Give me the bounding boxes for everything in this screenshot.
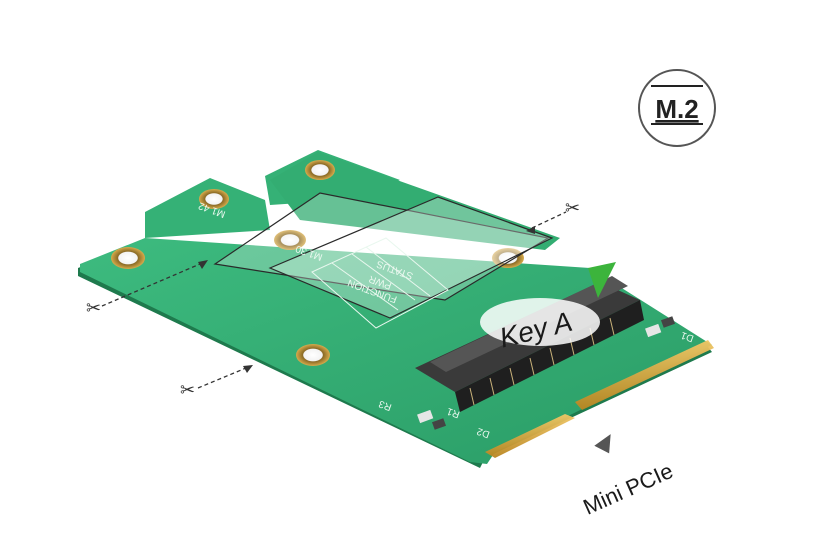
silk-d1: D1 (679, 329, 695, 344)
silk-d2: D2 (475, 425, 491, 440)
arrowhead (526, 226, 535, 234)
svg-text:✂: ✂ (180, 380, 195, 401)
arrowhead (198, 260, 208, 269)
pcb-board (78, 150, 714, 468)
scissors-icon: ✂ (86, 298, 101, 319)
silk-r3: R3 (377, 398, 393, 413)
svg-text:✂: ✂ (565, 198, 580, 219)
triangle-up-icon (594, 434, 611, 454)
svg-text:✂: ✂ (86, 298, 101, 319)
scissors-icon: ✂ (565, 198, 580, 219)
m2-module-outline (213, 192, 554, 319)
cut-lines (101, 211, 567, 389)
status-table (311, 237, 449, 329)
m2-badge-text: M.2 (655, 94, 698, 124)
silk-r1: R1 (445, 405, 461, 420)
m2-badge: M.2 (638, 69, 716, 147)
smd-components (417, 316, 676, 430)
mounting-holes (111, 160, 524, 366)
scissors-icon: ✂ (180, 380, 195, 401)
triangle-down-icon (588, 262, 616, 298)
mini-pcie-label: Mini PCIe (579, 458, 676, 520)
arrowhead (243, 365, 253, 373)
